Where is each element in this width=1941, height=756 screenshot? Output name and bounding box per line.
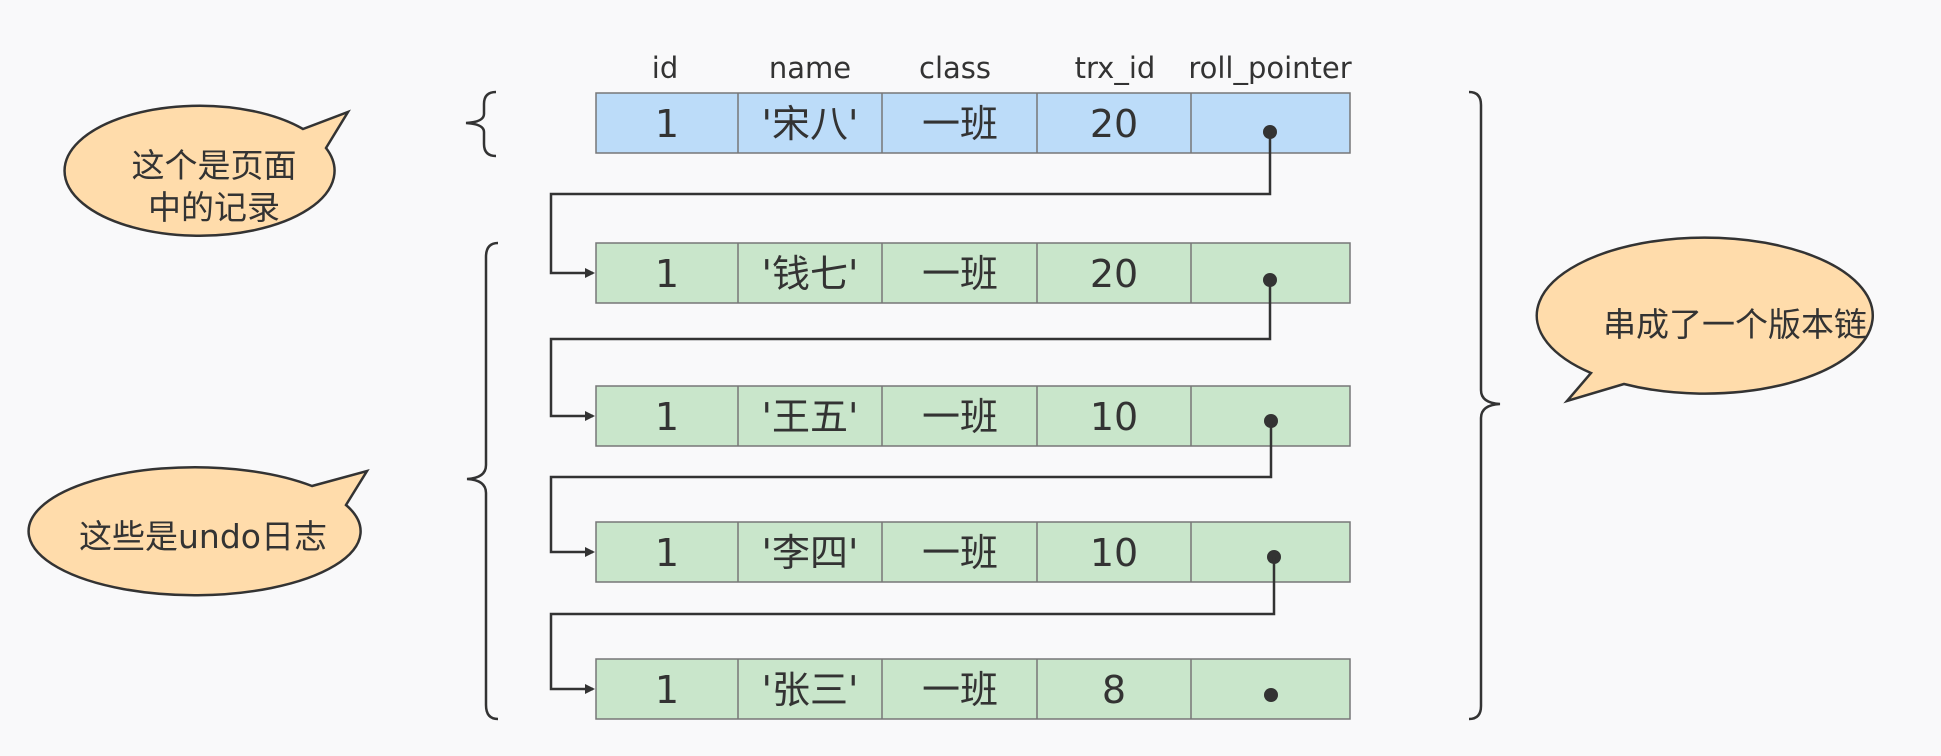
undo-record-trx-id: 10 bbox=[1090, 395, 1138, 439]
undo-logs-brace bbox=[466, 241, 499, 721]
column-header-name: name bbox=[769, 51, 851, 85]
page-record-class: 一班 bbox=[922, 102, 998, 146]
undo-record-row: 1 '李四' 一班 10 bbox=[595, 521, 1351, 583]
callout-text-line1: 这个是页面 bbox=[132, 146, 297, 185]
undo-record-class: 一班 bbox=[922, 252, 998, 296]
undo-record-name: '李四' bbox=[762, 531, 859, 575]
undo-record-name: '张三' bbox=[762, 668, 859, 712]
callout-text-line2: 中的记录 bbox=[148, 188, 280, 227]
page-record-name: '宋八' bbox=[762, 102, 859, 146]
page-record-trx-id: 20 bbox=[1090, 102, 1138, 146]
roll-pointer-arrow bbox=[549, 421, 1273, 557]
callout-text: 这些是undo日志 bbox=[79, 517, 327, 556]
undo-record-id: 1 bbox=[655, 395, 679, 439]
column-header-trx-id: trx_id bbox=[1075, 51, 1156, 85]
roll-pointer-arrow bbox=[549, 280, 1272, 421]
column-headers: id name class trx_id roll_pointer bbox=[652, 51, 1352, 85]
undo-record-id: 1 bbox=[655, 252, 679, 296]
undo-record-row-bg bbox=[595, 385, 1351, 447]
column-header-class: class bbox=[919, 51, 991, 85]
callout-bubble bbox=[27, 466, 370, 597]
page-record-brace bbox=[465, 90, 497, 158]
undo-record-trx-id: 20 bbox=[1090, 252, 1138, 296]
undo-record-class: 一班 bbox=[922, 531, 998, 575]
undo-record-trx-id: 8 bbox=[1102, 668, 1126, 712]
callout-text: 串成了一个版本链 bbox=[1603, 305, 1867, 344]
column-header-id: id bbox=[652, 51, 678, 85]
page-record-row: 1 '宋八' 一班 20 bbox=[595, 92, 1351, 154]
column-header-roll-pointer: roll_pointer bbox=[1188, 51, 1351, 85]
undo-record-trx-id: 10 bbox=[1090, 531, 1138, 575]
undo-record-class: 一班 bbox=[922, 395, 998, 439]
page-record-row-bg bbox=[595, 92, 1351, 154]
undo-record-row-bg bbox=[595, 658, 1351, 720]
page-record-callout: 这个是页面 中的记录 bbox=[63, 104, 351, 238]
roll-pointer-arrow bbox=[549, 132, 1272, 278]
undo-logs-callout: 这些是undo日志 bbox=[27, 466, 370, 597]
undo-record-id: 1 bbox=[655, 531, 679, 575]
callout-bubble bbox=[63, 104, 351, 238]
undo-record-row-bg bbox=[595, 242, 1351, 304]
undo-record-id: 1 bbox=[655, 668, 679, 712]
undo-record-row: 1 '张三' 一班 8 bbox=[595, 658, 1351, 720]
callout-bubble bbox=[1535, 236, 1874, 404]
page-record-id: 1 bbox=[655, 102, 679, 146]
undo-record-roll-pointer-dot bbox=[1264, 688, 1278, 702]
undo-record-class: 一班 bbox=[922, 668, 998, 712]
roll-pointer-connectors bbox=[549, 132, 1276, 694]
undo-record-row: 1 '王五' 一班 10 bbox=[595, 385, 1351, 447]
version-chain-callout: 串成了一个版本链 bbox=[1535, 236, 1874, 404]
version-chain-brace bbox=[1468, 90, 1501, 721]
undo-record-name: '钱七' bbox=[762, 252, 859, 296]
undo-record-name: '王五' bbox=[762, 395, 859, 439]
roll-pointer-arrow bbox=[549, 557, 1276, 694]
undo-record-row: 1 '钱七' 一班 20 bbox=[595, 242, 1351, 304]
undo-record-row-bg bbox=[595, 521, 1351, 583]
